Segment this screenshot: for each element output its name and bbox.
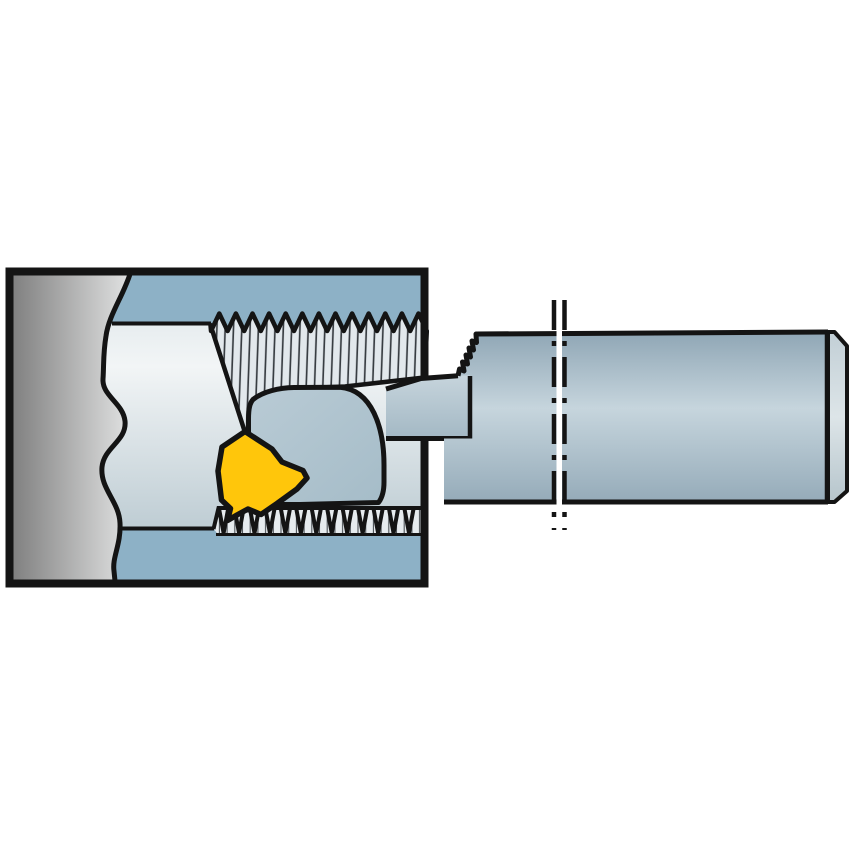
workpiece-top-wall: [100, 271, 424, 332]
break-gap: [556, 300, 562, 530]
wavy-break-line: [99, 268, 134, 584]
threading-insert: [215, 428, 310, 524]
boring-bar-shank: [444, 329, 849, 505]
neck-body: [386, 375, 470, 439]
bar-end-chamfer-face: [826, 330, 849, 504]
bottom-thread-crest-line: [211, 506, 424, 530]
shank-body: [444, 332, 828, 502]
shank-top-edge-serrated-shoulder: [455, 329, 829, 377]
centerline-break: [551, 300, 567, 530]
internal-thread-bottom: [211, 506, 424, 536]
boring-bar-neck: [385, 373, 470, 441]
gray-break-region: [9, 271, 131, 581]
neck-top-edge: [385, 373, 459, 392]
